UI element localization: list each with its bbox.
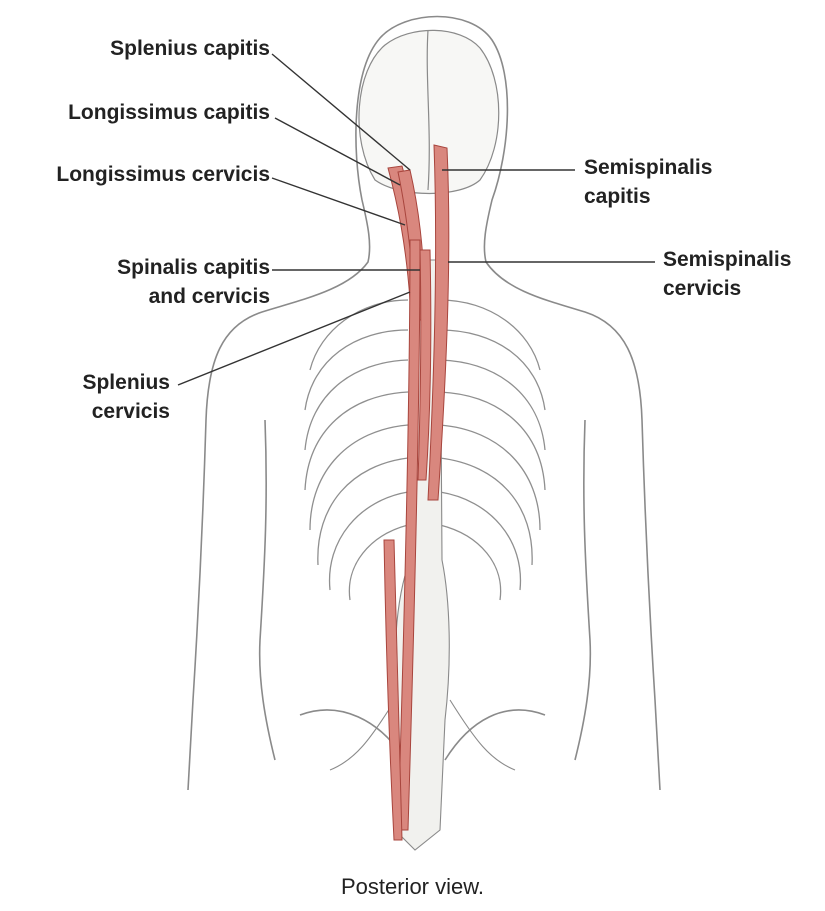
label-splenius-cervicis-line1: Splenius [20,368,170,397]
label-semispinalis-capitis-line2: capitis [584,182,712,211]
label-spinalis-capitis-cervicis: Spinalis capitis and cervicis [40,253,270,311]
label-semispinalis-cervicis-line1: Semispinalis [663,245,791,274]
label-semispinalis-cervicis: Semispinalis cervicis [663,245,791,303]
figure-caption: Posterior view. [0,874,825,900]
label-longissimus-cervicis: Longissimus cervicis [5,160,270,189]
label-splenius-capitis-text: Splenius capitis [40,34,270,63]
label-splenius-capitis: Splenius capitis [40,34,270,63]
label-semispinalis-capitis: Semispinalis capitis [584,153,712,211]
label-longissimus-cervicis-text: Longissimus cervicis [5,160,270,189]
label-spinalis-line1: Spinalis capitis [40,253,270,282]
label-longissimus-capitis-text: Longissimus capitis [10,98,270,127]
label-spinalis-line2: and cervicis [40,282,270,311]
label-semispinalis-cervicis-line2: cervicis [663,274,791,303]
label-longissimus-capitis: Longissimus capitis [10,98,270,127]
skull [359,30,499,194]
label-semispinalis-capitis-line1: Semispinalis [584,153,712,182]
label-splenius-cervicis: Splenius cervicis [20,368,170,426]
label-splenius-cervicis-line2: cervicis [20,397,170,426]
